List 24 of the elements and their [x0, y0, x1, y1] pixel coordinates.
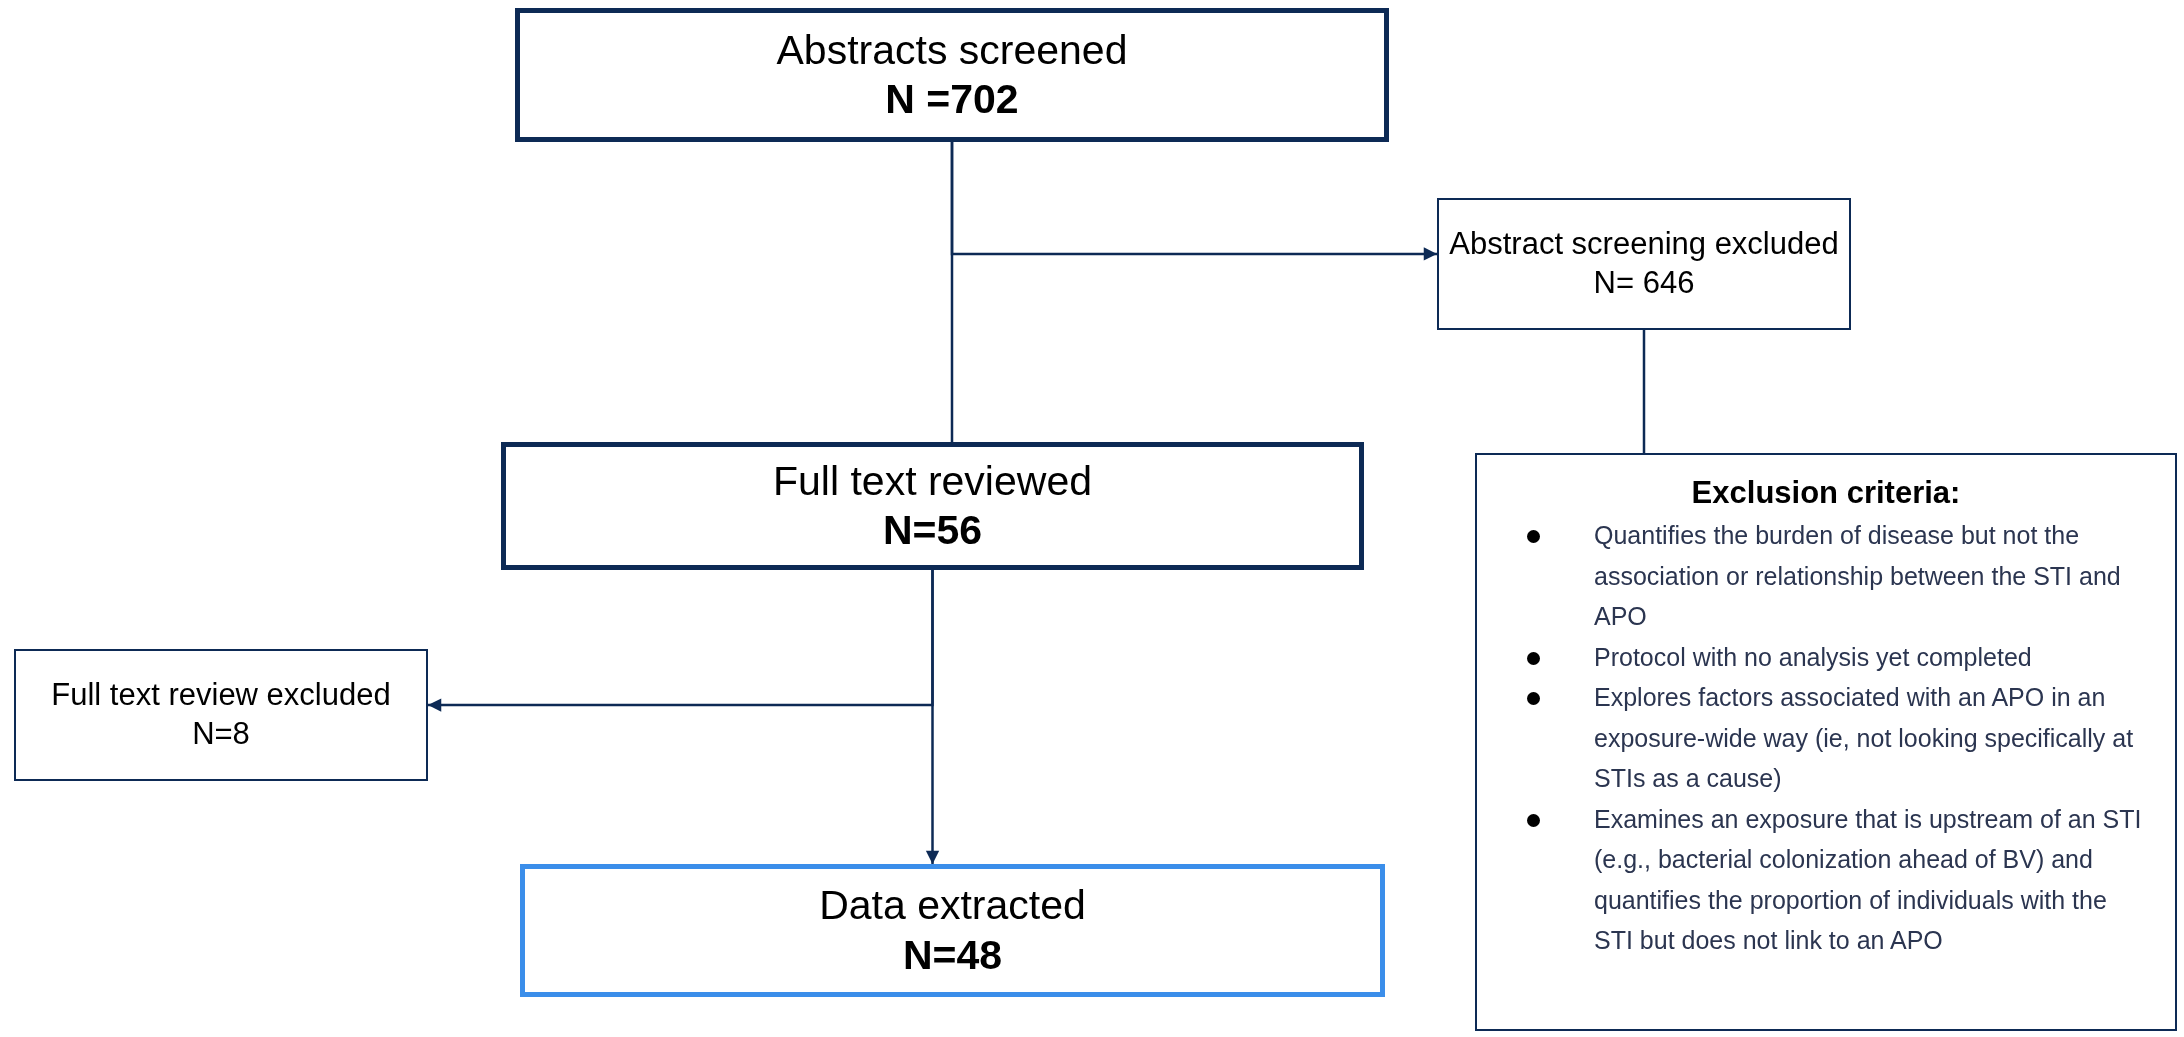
- step-title: Abstract screening excluded: [1449, 225, 1839, 264]
- process-box: [1437, 198, 1851, 330]
- process-box: [515, 8, 1389, 142]
- criterion-text: Quantifies the burden of disease but not the association or relationship between the STI and APO: [1594, 520, 2122, 632]
- count-text: N=8: [192, 715, 250, 753]
- step-title: Full text review excluded: [51, 676, 391, 715]
- criterion-text: Explores factors associated with an APO in an exposure-wide way (ie, not looking specifically at STIs as a cause): [1594, 682, 2135, 794]
- process-box: [14, 649, 428, 781]
- count-text: N =702: [885, 75, 1019, 124]
- criterion-text: Examines an exposure that is upstream of an STI (e.g., bacterial colonization ahead of BV) and quantifies the proportion of individuals with the STI but does not link to an APO: [1594, 803, 2143, 956]
- box-heading: Exclusion criteria:: [1690, 475, 1962, 511]
- count-text: N=48: [902, 930, 1003, 980]
- criterion-text: Protocol with no analysis yet completed: [1594, 641, 2032, 673]
- arrow: [950, 142, 1438, 261]
- criteria-box: [1475, 453, 2177, 1031]
- count-text: N=56: [882, 506, 983, 555]
- count-text: N= 646: [1593, 264, 1695, 302]
- step-title: Data extracted: [819, 881, 1086, 931]
- process-box: [501, 442, 1364, 570]
- step-title: Full text reviewed: [773, 456, 1092, 506]
- arrow: [427, 570, 934, 712]
- connector-line: [1642, 330, 1646, 453]
- step-title: Abstracts screened: [776, 25, 1128, 75]
- process-box: [520, 864, 1385, 997]
